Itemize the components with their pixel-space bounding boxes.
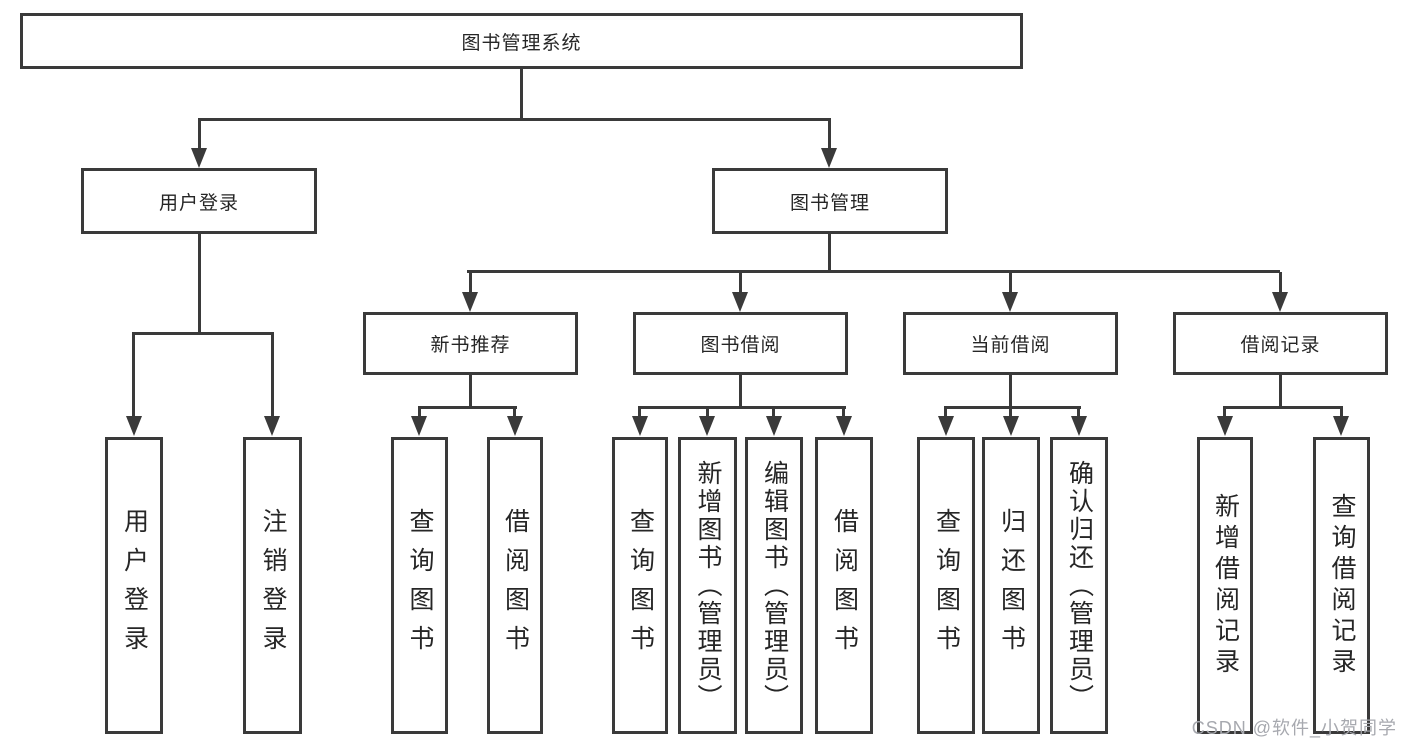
arrow-down-icon	[938, 416, 954, 436]
connector-shaft	[418, 406, 421, 418]
connector-shaft	[638, 406, 641, 418]
connector-shaft	[944, 406, 947, 418]
connector-level3-bar	[467, 270, 1280, 273]
connector-shaft	[1223, 406, 1226, 418]
node-user-login-branch: 用户登录	[81, 168, 317, 234]
connector-shaft	[828, 120, 831, 152]
leaf-return-books: 归还图书	[982, 437, 1040, 734]
leaf-query-books-current: 查询图书	[917, 437, 975, 734]
connector-shaft	[772, 406, 775, 418]
node-label: 当前借阅	[970, 335, 1051, 356]
node-label: 查询借阅记录	[1328, 492, 1356, 679]
node-new-book-recommendation: 新书推荐	[363, 312, 578, 375]
connector-stem	[1279, 374, 1282, 408]
connector-shaft	[198, 120, 201, 152]
connector-shaft	[1340, 406, 1343, 418]
connector-stem	[1009, 374, 1012, 408]
node-book-management-branch: 图书管理	[712, 168, 948, 234]
node-label: 查询图书	[932, 507, 961, 664]
arrow-down-icon	[1272, 292, 1288, 312]
node-label: 图书借阅	[700, 335, 781, 356]
node-label: 新增借阅记录	[1211, 492, 1240, 679]
leaf-confirm-return-admin: 确认归还（管理员）	[1050, 437, 1108, 734]
node-library-management-system: 图书管理系统	[20, 13, 1023, 69]
node-label: 新书推荐	[430, 335, 511, 356]
connector-bar	[638, 406, 846, 409]
connector-root-stem	[520, 68, 523, 121]
connector-shaft	[469, 272, 472, 294]
node-label: 注销登录	[259, 507, 287, 664]
connector-shaft	[132, 332, 135, 418]
leaf-user-login: 用户登录	[105, 437, 163, 734]
connector-bar	[1223, 406, 1343, 409]
arrow-down-icon	[191, 148, 207, 168]
node-label: 查询图书	[626, 507, 655, 664]
connector-stem	[469, 374, 472, 408]
leaf-query-books-borrowing: 查询图书	[612, 437, 668, 734]
node-label: 用户登录	[120, 507, 149, 664]
connector-bar	[418, 406, 517, 409]
node-label: 编辑图书（管理员）	[760, 459, 789, 712]
connector-level1-bar	[198, 118, 831, 121]
connector-shaft	[1009, 272, 1012, 294]
node-current-borrowing: 当前借阅	[903, 312, 1118, 375]
arrow-down-icon	[732, 292, 748, 312]
connector-shaft	[1077, 406, 1080, 418]
leaf-logout: 注销登录	[243, 437, 302, 734]
connector-user-login-stem	[198, 233, 201, 334]
connector-shaft	[1279, 272, 1282, 294]
connector-shaft	[513, 406, 516, 418]
arrow-down-icon	[1071, 416, 1087, 436]
arrow-down-icon	[1217, 416, 1233, 436]
connector-shaft	[271, 332, 274, 418]
arrow-down-icon	[462, 292, 478, 312]
arrow-down-icon	[766, 416, 782, 436]
connector-user-login-bar	[132, 332, 274, 335]
leaf-borrow-books: 借阅图书	[815, 437, 873, 734]
node-borrowing-records: 借阅记录	[1173, 312, 1388, 375]
arrow-down-icon	[632, 416, 648, 436]
connector-book-management-stem	[828, 233, 831, 272]
arrow-down-icon	[821, 148, 837, 168]
connector-shaft	[739, 272, 742, 294]
node-label: 归还图书	[997, 507, 1026, 664]
connector-shaft	[842, 406, 845, 418]
node-label: 借阅记录	[1240, 335, 1321, 356]
connector-shaft	[1009, 406, 1012, 418]
connector-shaft	[706, 406, 709, 418]
leaf-query-borrow-record: 查询借阅记录	[1313, 437, 1370, 734]
node-label: 图书管理系统	[461, 32, 582, 54]
node-label: 用户登录	[158, 192, 239, 214]
node-label: 查询图书	[406, 507, 434, 664]
node-label: 借阅图书	[830, 507, 859, 664]
leaf-add-books-admin: 新增图书（管理员）	[678, 437, 737, 734]
connector-bar	[944, 406, 1081, 409]
node-label: 图书管理	[789, 192, 870, 214]
arrow-down-icon	[1333, 416, 1349, 436]
arrow-down-icon	[264, 416, 280, 436]
arrow-down-icon	[126, 416, 142, 436]
arrow-down-icon	[507, 416, 523, 436]
node-label: 借阅图书	[501, 507, 530, 664]
leaf-query-books-recommend: 查询图书	[391, 437, 448, 734]
node-label: 新增图书（管理员）	[694, 459, 722, 712]
arrow-down-icon	[1003, 416, 1019, 436]
leaf-add-borrow-record: 新增借阅记录	[1197, 437, 1253, 734]
arrow-down-icon	[699, 416, 715, 436]
connector-stem	[739, 374, 742, 408]
leaf-edit-books-admin: 编辑图书（管理员）	[745, 437, 803, 734]
arrow-down-icon	[836, 416, 852, 436]
leaf-borrow-books-recommend: 借阅图书	[487, 437, 543, 734]
node-book-borrowing: 图书借阅	[633, 312, 848, 375]
node-label: 确认归还（管理员）	[1065, 459, 1094, 712]
arrow-down-icon	[1002, 292, 1018, 312]
arrow-down-icon	[411, 416, 427, 436]
watermark: CSDN @软件_小贺同学	[1191, 718, 1397, 738]
